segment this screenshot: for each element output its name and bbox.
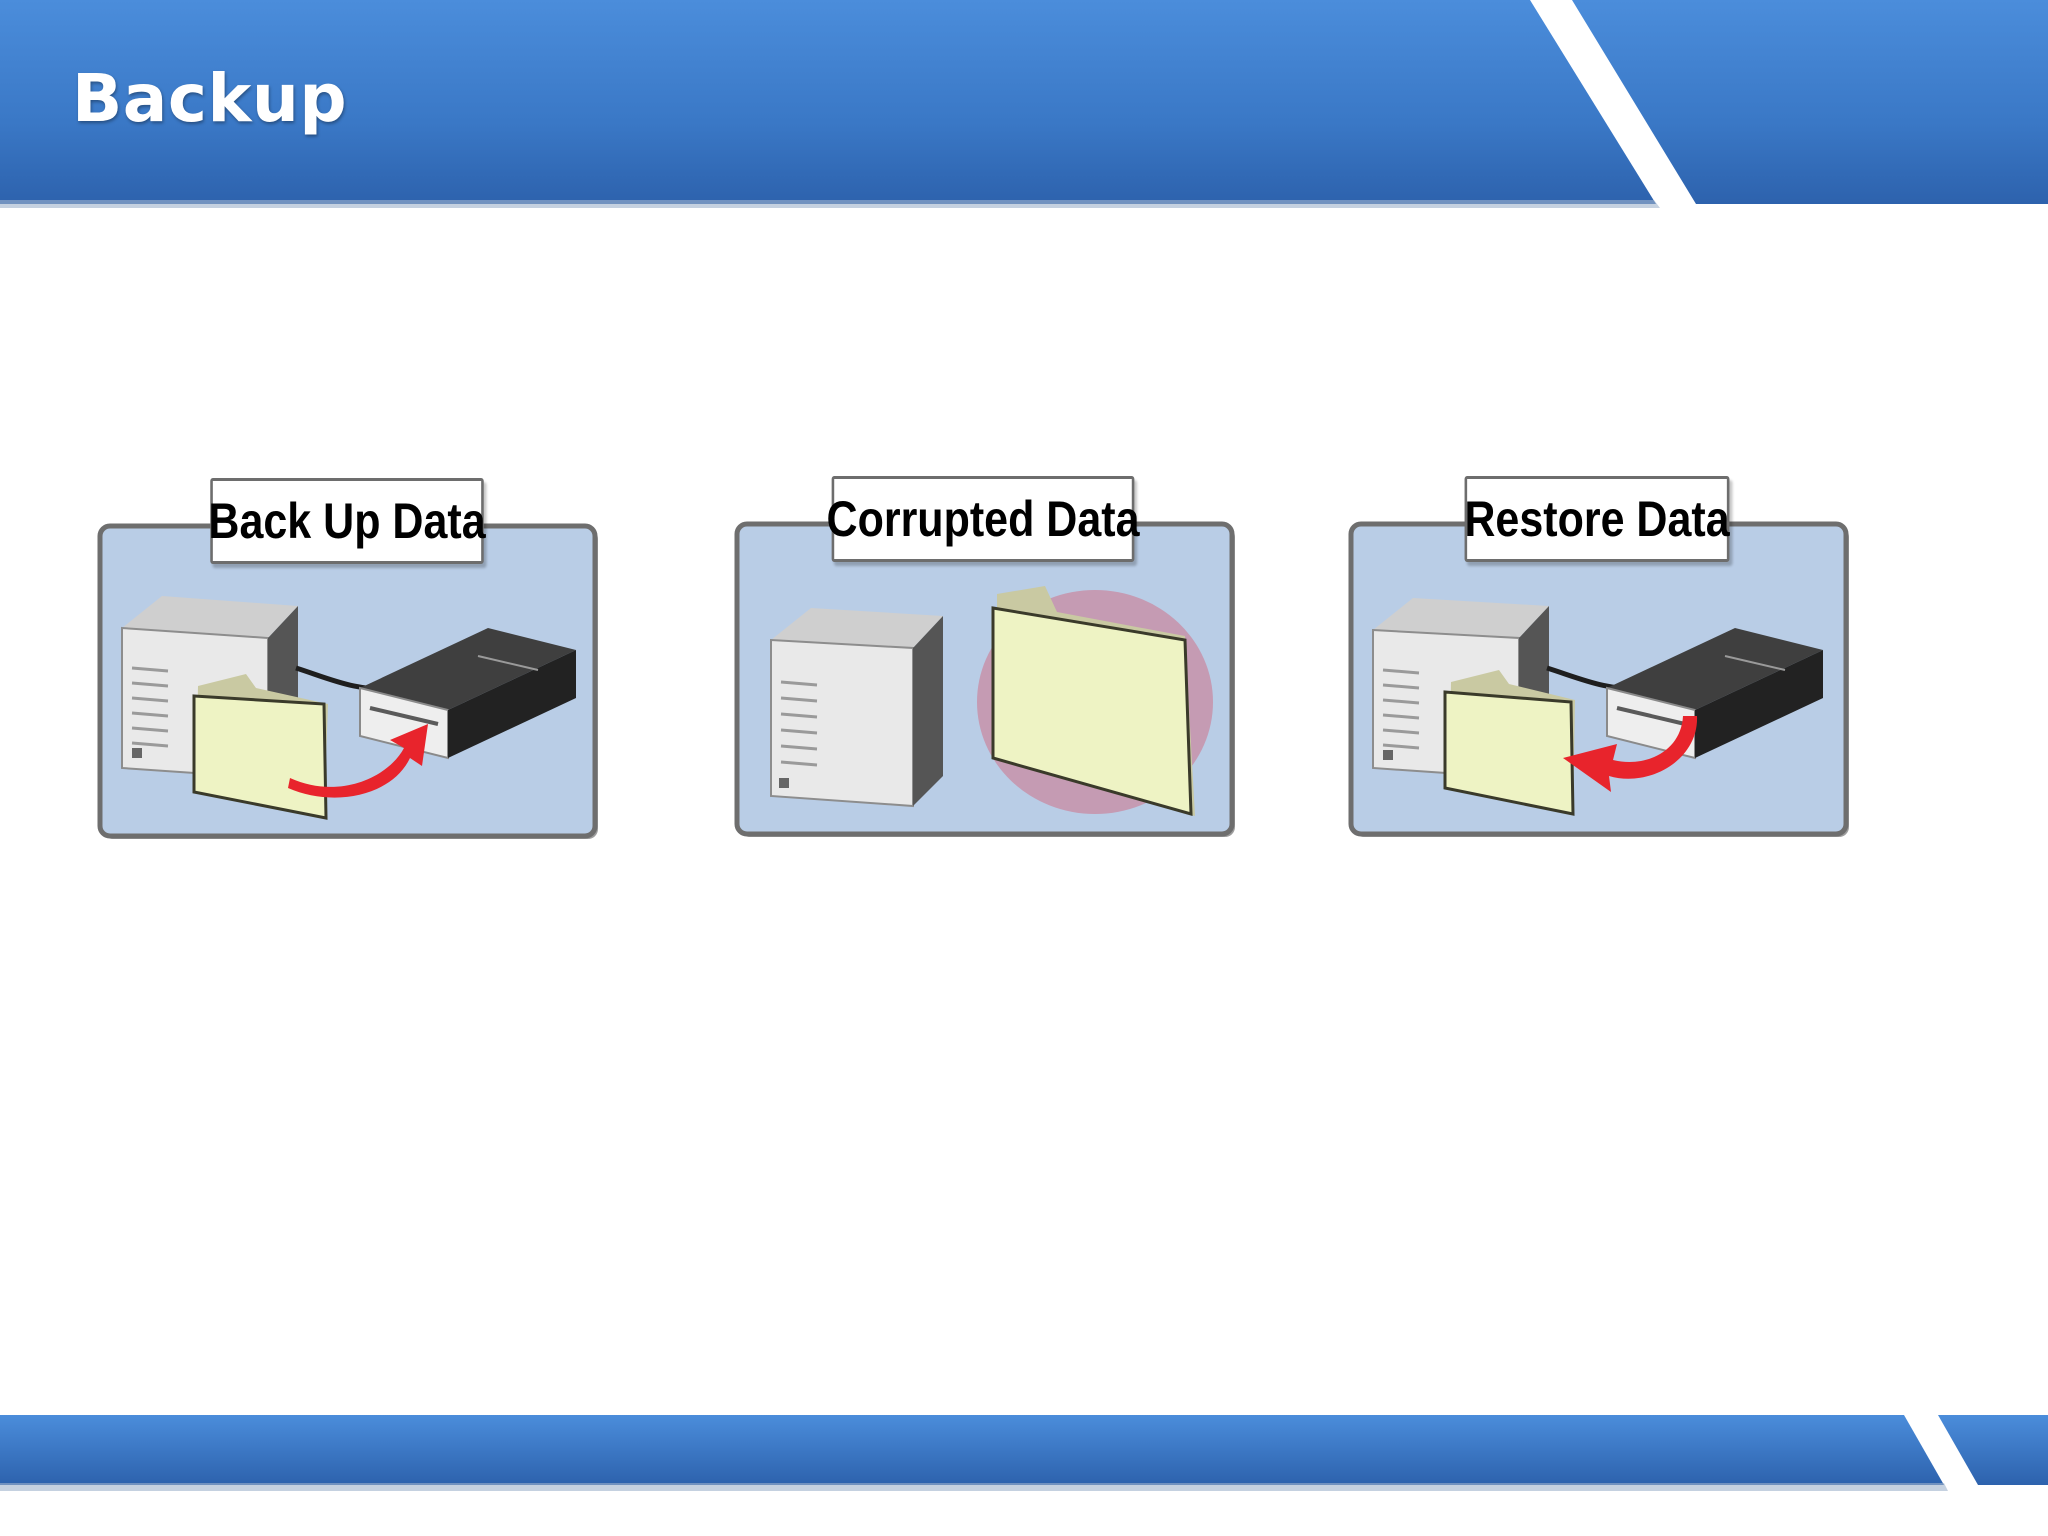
tape-drive-icon	[1606, 628, 1823, 760]
panel-label: Corrupted Data	[827, 476, 1139, 562]
slide-title: Backup	[72, 60, 348, 137]
arrow-icon	[288, 724, 428, 798]
tape-drive-icon	[359, 628, 576, 760]
panel-restore-data: Restore Data	[1348, 476, 1855, 846]
panel-back-up-data: Back Up Data	[97, 478, 604, 848]
folder-icon	[1443, 670, 1575, 816]
panel-label: Back Up Data	[208, 478, 486, 564]
panel-1-illustration	[97, 523, 598, 839]
panel-2-illustration	[734, 521, 1235, 837]
footer-banner	[0, 1415, 2048, 1491]
panel-label: Restore Data	[1464, 476, 1730, 562]
panel-3-illustration	[1348, 521, 1849, 837]
header-banner	[0, 0, 2048, 208]
panel-corrupted-data: Corrupted Data	[734, 476, 1241, 846]
arrow-icon	[1563, 716, 1698, 792]
server-icon	[770, 608, 943, 808]
corrupted-folder-icon	[991, 586, 1195, 817]
